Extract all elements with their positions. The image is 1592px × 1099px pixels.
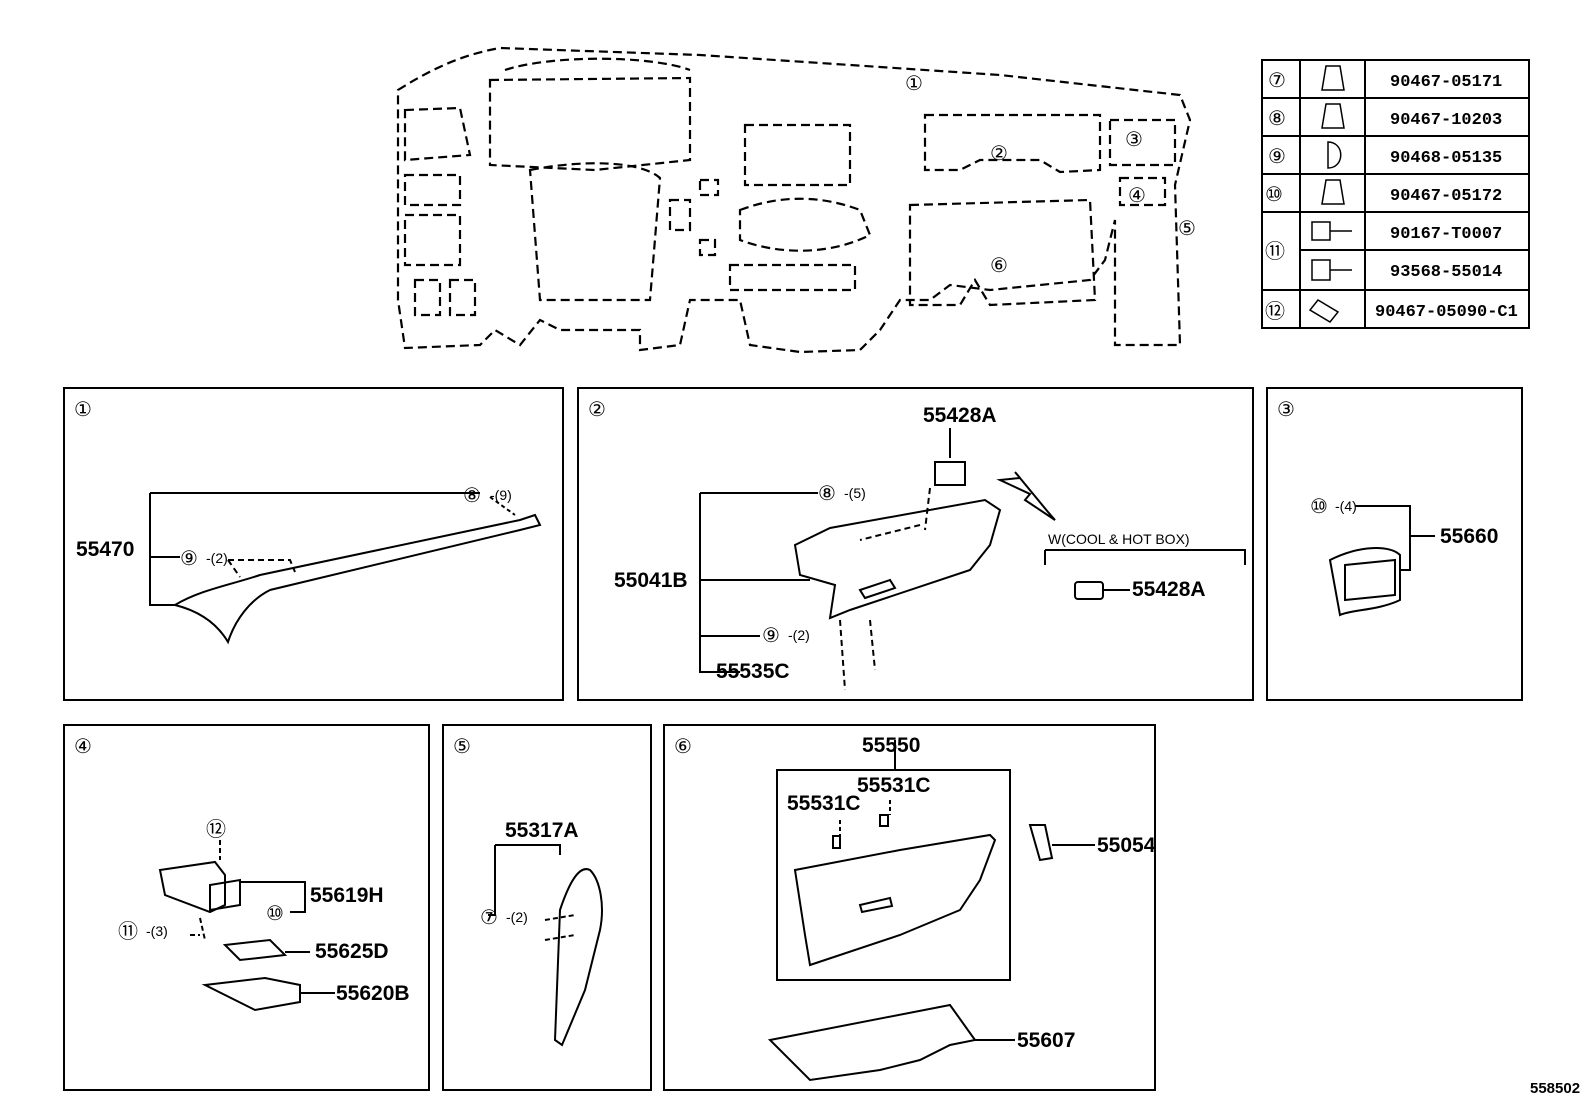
panel-6-drawing [767, 740, 1095, 1082]
overview-callout-6: ⑥ [990, 253, 1008, 277]
panel-3-drawing [1328, 505, 1435, 617]
panel-2-part-box: 55041B [614, 569, 688, 592]
panel-4-clip-mid: ⑩ [266, 901, 284, 925]
overview-callout-1: ① [905, 71, 923, 95]
panel-5-frame [442, 724, 652, 1091]
panel-6-part-hinge: 55054 [1097, 834, 1156, 857]
overview-callout-4: ④ [1128, 183, 1146, 207]
panel-4-drawing [158, 840, 335, 1012]
panel-1-clip-a: ⑧ [463, 483, 481, 507]
panel-3-clip: ⑩ [1310, 494, 1328, 518]
panel-5-part: 55317A [505, 819, 579, 842]
table-part-7: 90467-05171 [1390, 73, 1502, 92]
clip-icons [1308, 65, 1352, 323]
panel-2-clip-a: ⑧ [818, 481, 836, 505]
panel-2-part-small: 55535C [716, 660, 790, 683]
panel-5-clip: ⑦ [480, 905, 498, 929]
panel-3-number: ③ [1277, 397, 1295, 421]
panel-4-clip-left: ⑪ [118, 919, 138, 943]
panel-4-part-b: 55625D [315, 940, 389, 963]
table-part-11b: 93568-55014 [1390, 263, 1502, 282]
dashboard-overview [396, 46, 1192, 354]
panel-4-part-c: 55620B [336, 982, 410, 1005]
table-part-8: 90467-10203 [1390, 111, 1502, 130]
panel-5-number: ⑤ [453, 734, 471, 758]
overview-callout-5: ⑤ [1178, 216, 1196, 240]
panel-4-clip-top: ⑫ [206, 817, 226, 841]
panel-1-drawing [149, 492, 542, 645]
table-num-10: ⑩ [1265, 182, 1283, 206]
panel-6-frame [663, 724, 1156, 1091]
panel-6-number: ⑥ [674, 734, 692, 758]
panel-3-clip-qty: -(4) [1335, 498, 1357, 514]
panel-1-clip-b: ⑨ [180, 546, 198, 570]
panel-6-part-box: 55550 [862, 734, 920, 757]
panel-2-frame [577, 387, 1254, 701]
table-num-12: ⑫ [1265, 299, 1285, 323]
panel-2-clip-b-qty: -(2) [788, 627, 810, 643]
table-num-7: ⑦ [1268, 68, 1286, 92]
panel-2-drawing [699, 428, 1246, 691]
panel-2-number: ② [588, 397, 606, 421]
panel-5-drawing [488, 844, 603, 1047]
panel-4-number: ④ [74, 734, 92, 758]
fastener-table [1261, 59, 1530, 329]
panel-2-part-option: 55428A [1132, 578, 1206, 601]
panel-1-part: 55470 [76, 538, 134, 561]
table-num-9: ⑨ [1268, 144, 1286, 168]
overview-callout-3: ③ [1125, 127, 1143, 151]
panel-6-part-bottom: 55607 [1017, 1029, 1075, 1052]
table-part-11a: 90167-T0007 [1390, 225, 1502, 244]
panel-2-clip-a-qty: -(5) [844, 485, 866, 501]
table-part-9: 90468-05135 [1390, 149, 1502, 168]
panel-2-part-top: 55428A [923, 404, 997, 427]
panel-4-part-a: 55619H [310, 884, 384, 907]
table-part-10: 90467-05172 [1390, 187, 1502, 206]
panel-6-part-c1: 55531C [787, 792, 861, 815]
panel-1-clip-a-qty: -(9) [490, 487, 512, 503]
figure-reference: 558502 [1530, 1080, 1580, 1097]
panel-6-part-c2: 55531C [857, 774, 931, 797]
table-num-8: ⑧ [1268, 106, 1286, 130]
panel-1-clip-b-qty: -(2) [206, 550, 228, 566]
table-part-12: 90467-05090-C1 [1375, 303, 1518, 322]
table-num-11: ⑪ [1265, 239, 1285, 263]
panel-1-frame [63, 387, 564, 701]
panel-4-clip-left-qty: -(3) [146, 923, 168, 939]
panel-1-number: ① [74, 397, 92, 421]
overview-callout-2: ② [990, 141, 1008, 165]
panel-3-part: 55660 [1440, 525, 1498, 548]
panel-2-option-label: W(COOL & HOT BOX) [1048, 531, 1190, 547]
panel-2-clip-b: ⑨ [762, 623, 780, 647]
panel-3-frame [1266, 387, 1523, 701]
panel-4-frame [63, 724, 430, 1091]
panel-5-clip-qty: -(2) [506, 909, 528, 925]
